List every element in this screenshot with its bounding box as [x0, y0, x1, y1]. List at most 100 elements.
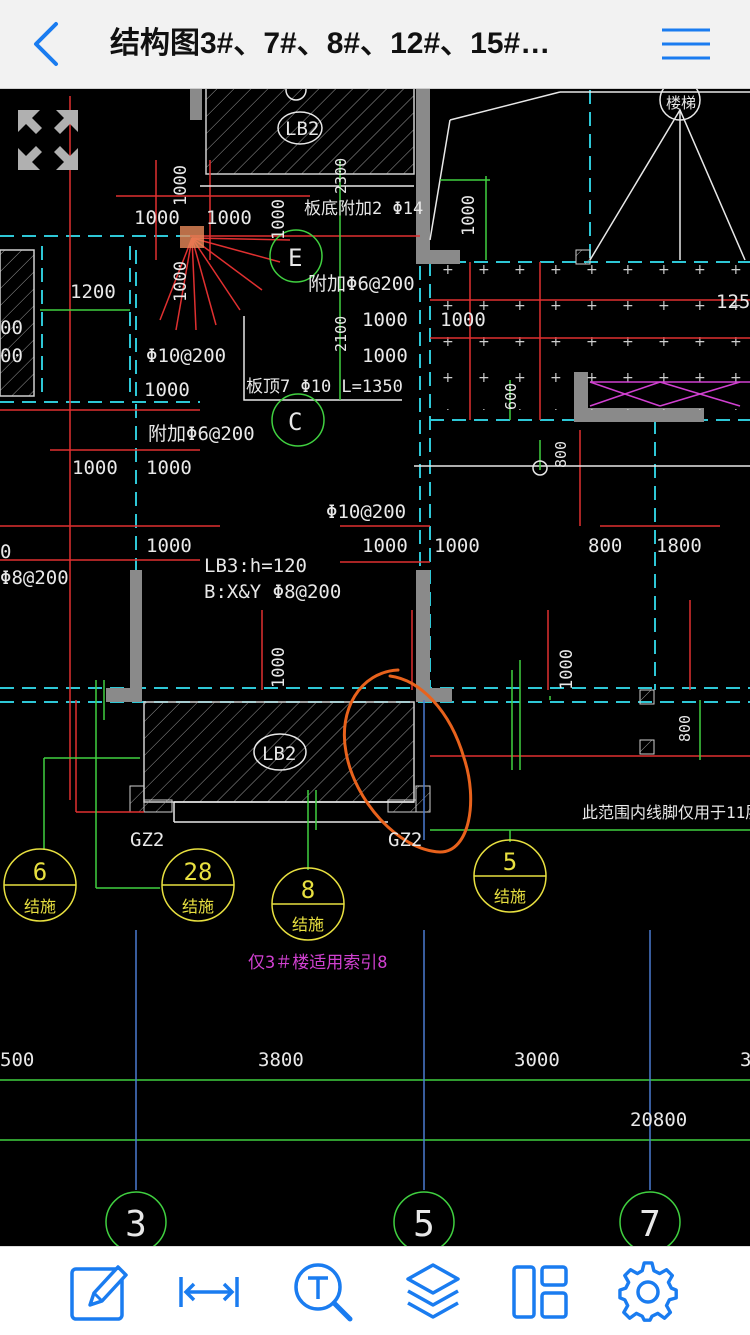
callout-number: 8 [301, 876, 315, 904]
layout-button[interactable] [510, 1261, 572, 1323]
label-grid-e: E [288, 244, 302, 272]
label-slab-top: 板顶7 Φ10 L=1350 [246, 377, 403, 397]
label-add-phi6-2: 附加Φ6@200 [148, 423, 255, 445]
cad-drawing[interactable]: + [0, 88, 750, 1246]
layers-button[interactable] [402, 1261, 464, 1323]
axis-circles [105, 1191, 681, 1246]
layers-icon [406, 1263, 460, 1319]
dim-1000-vertical: 1000 [459, 195, 479, 236]
gz-posts [129, 249, 655, 813]
rebar-lines [0, 96, 750, 813]
dim-1000: 1000 [144, 379, 190, 401]
label-only-3: 仅3＃楼适用索引8 [248, 953, 387, 973]
label-add-phi6-1: 附加Φ6@200 [308, 273, 415, 295]
orange-markup-circle [342, 668, 473, 854]
dim-800-vertical: 800 [552, 441, 570, 468]
label-gz2-right: GZ2 [388, 829, 422, 851]
dim-1000: 1000 [134, 207, 180, 229]
gear-icon [618, 1261, 678, 1322]
label-phi10-1: Φ10@200 [146, 345, 226, 367]
axis-label-7: 7 [639, 1204, 661, 1245]
pencil-edit-icon [70, 1265, 128, 1321]
dim-1000-vertical: 1000 [171, 165, 191, 206]
callout-sheet: 结施 [182, 897, 214, 916]
label-grid-c: C [288, 408, 302, 436]
dim-3800: 3800 [258, 1049, 304, 1071]
slab-lb2-bottom [143, 701, 415, 803]
detail-callouts [3, 839, 547, 941]
annotate-button[interactable] [68, 1261, 130, 1323]
selected-marker [180, 226, 204, 248]
hamburger-menu-icon [662, 28, 710, 60]
dim-2100-vertical: 2100 [332, 316, 350, 352]
dim-1000: 1000 [440, 309, 486, 331]
label-lb2-top: LB2 [285, 118, 319, 140]
callout-sheet: 结施 [292, 915, 324, 934]
callout-number: 6 [33, 858, 47, 886]
grid-bubbles [253, 88, 701, 771]
white-lines [173, 91, 750, 823]
callout-sheet: 结施 [24, 897, 56, 916]
beam-lines [0, 90, 750, 703]
dim-1000: 1000 [146, 457, 192, 479]
dim-2300-vertical: 2300 [332, 158, 350, 194]
callout-number: 28 [184, 858, 213, 886]
slab-left [0, 249, 35, 397]
dim-500: 500 [0, 1049, 34, 1071]
dim-3000: 3000 [514, 1049, 560, 1071]
dim-1000: 1000 [146, 535, 192, 557]
dim-1000: 1000 [434, 535, 480, 557]
label-phi10-2: Φ10@200 [326, 501, 406, 523]
drawing-canvas[interactable]: + [0, 88, 750, 1246]
dim-20800: 20800 [630, 1109, 687, 1131]
measure-distance-icon [179, 1277, 239, 1307]
slab-cross [432, 264, 750, 410]
top-bar: 结构图3#、7#、8#、12#、15#… [0, 0, 750, 89]
bottom-toolbar [0, 1246, 750, 1335]
dim-1000-vertical: 1000 [557, 649, 577, 690]
dim-1000: 1000 [206, 207, 252, 229]
dim-1000: 1000 [362, 535, 408, 557]
dim-1000: 1000 [72, 457, 118, 479]
dim-00: 00 [0, 317, 23, 339]
callout-sheet: 结施 [494, 887, 526, 906]
callout-number: 5 [503, 848, 517, 876]
axis-label-3: 3 [125, 1204, 147, 1245]
dim-0: 0 [0, 541, 11, 563]
dim-3: 3 [740, 1049, 750, 1071]
settings-button[interactable] [618, 1261, 680, 1323]
menu-button[interactable] [660, 26, 712, 62]
label-only-11: 此范围内线脚仅用于11层 [582, 803, 750, 822]
label-phi8-left: Φ8@200 [0, 567, 69, 589]
label-lb3-h: LB3:h=120 [204, 555, 307, 577]
dimension-lines [0, 160, 750, 1141]
label-stair: 楼梯 [666, 94, 696, 112]
dim-1000-vertical: 1000 [171, 261, 191, 302]
dim-00: 00 [0, 345, 23, 367]
label-lb3-b: B:X&Y Φ8@200 [204, 581, 341, 603]
dim-1000-vertical: 1000 [269, 199, 289, 240]
dim-600-vertical: 600 [502, 383, 520, 410]
text-search-icon [294, 1263, 353, 1322]
dim-1000-vertical: 1000 [269, 647, 289, 688]
dim-1200: 1200 [70, 281, 116, 303]
label-lb2-bottom: LB2 [262, 743, 296, 765]
fullscreen-expand-icon [18, 110, 78, 170]
label-gz2-left: GZ2 [130, 829, 164, 851]
dim-1000: 1000 [362, 345, 408, 367]
measure-button[interactable] [178, 1261, 240, 1323]
dim-1800: 1800 [656, 535, 702, 557]
layout-panels-icon [512, 1265, 568, 1319]
fullscreen-button[interactable] [16, 108, 80, 172]
dim-800: 800 [588, 535, 622, 557]
dim-1000: 1000 [362, 309, 408, 331]
text-search-button[interactable] [292, 1261, 354, 1323]
page-title: 结构图3#、7#、8#、12#、15#… [110, 27, 551, 60]
axis-label-5: 5 [413, 1204, 435, 1245]
axis-lines [135, 700, 651, 1190]
dim-800-vertical: 800 [676, 715, 694, 742]
back-button[interactable] [22, 18, 72, 70]
axis-bubbles [269, 229, 325, 447]
magenta-marks [589, 381, 750, 407]
